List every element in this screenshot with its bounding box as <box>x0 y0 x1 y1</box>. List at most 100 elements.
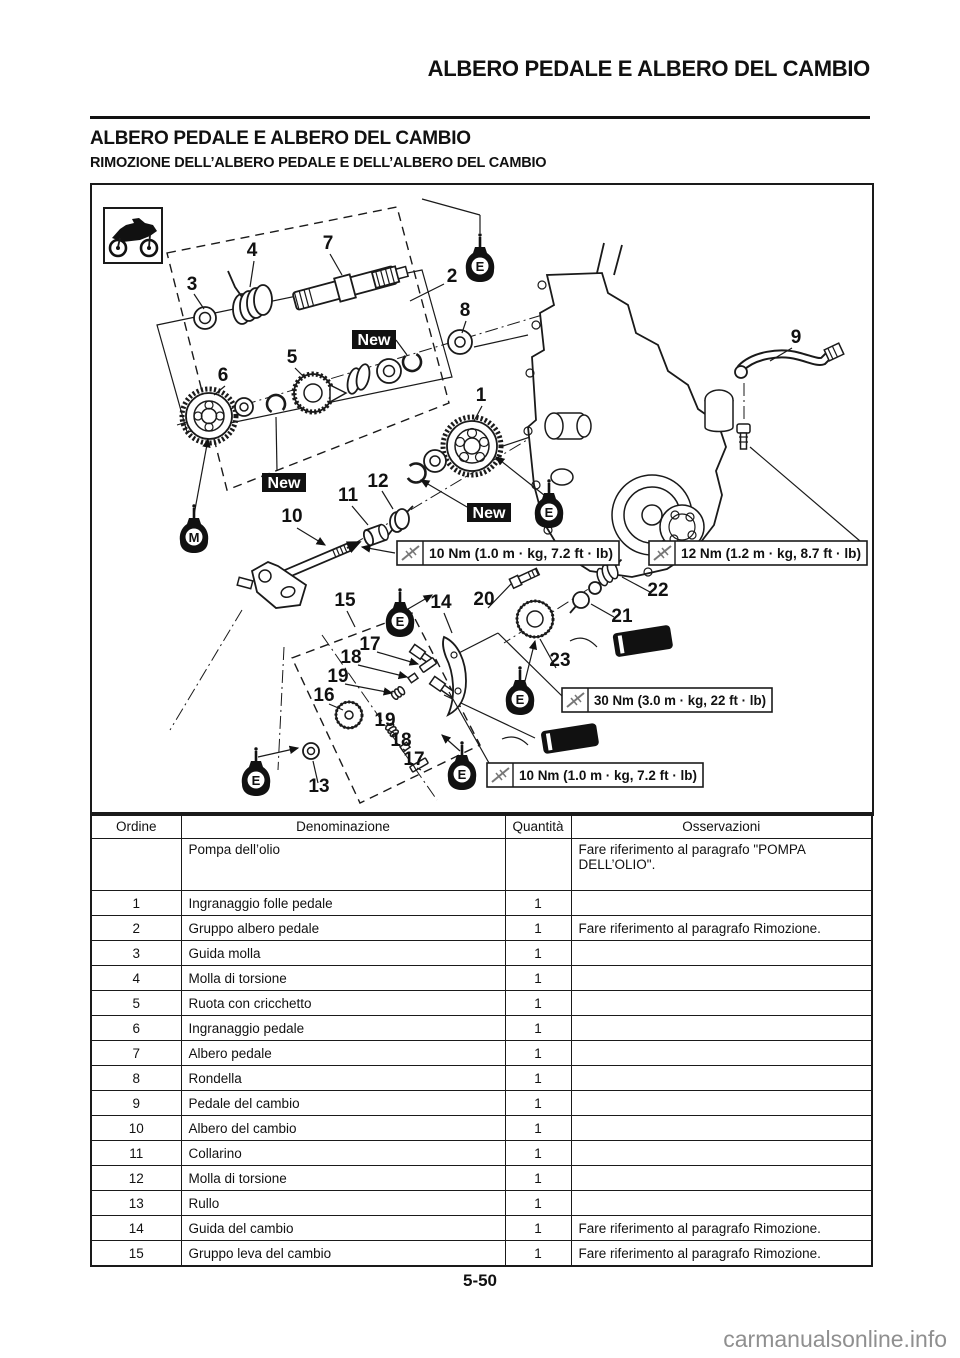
oil-bottle-icons: E E E E E E M <box>179 233 564 796</box>
cell-quantita: 1 <box>504 1165 572 1191</box>
table-row: 8 Rondella 1 <box>90 1065 873 1091</box>
table-row: Pompa dell’olio Fare riferimento al para… <box>90 838 873 891</box>
cell-osservazioni <box>570 1190 873 1216</box>
table-row: 9 Pedale del cambio 1 <box>90 1090 873 1116</box>
part-label-4: 4 <box>247 240 258 261</box>
cell-denominazione: Rondella <box>180 1065 506 1091</box>
part-label-10: 10 <box>281 506 302 527</box>
cell-quantita: 1 <box>504 965 572 991</box>
cell-denominazione: Gruppo leva del cambio <box>180 1240 506 1267</box>
part-label-23: 23 <box>549 650 570 671</box>
wrench-bolt-icon <box>566 692 585 708</box>
cell-quantita: 1 <box>504 1115 572 1141</box>
part-label-18b: 18 <box>390 730 411 751</box>
part-label-21: 21 <box>611 606 633 627</box>
part-label-12: 12 <box>367 471 388 492</box>
col-header-osservazioni: Osservazioni <box>570 812 873 839</box>
shift-lever-cluster <box>302 558 673 773</box>
cell-denominazione: Albero pedale <box>180 1040 506 1066</box>
parts-table: Ordine Denominazione Quantità Osservazio… <box>90 812 873 1267</box>
cell-quantita: 1 <box>504 940 572 966</box>
part-label-3: 3 <box>187 274 198 295</box>
torsion-spring-12 <box>385 505 414 539</box>
ratchet-16 <box>334 700 364 730</box>
page-number: 5-50 <box>462 1271 498 1290</box>
oil-bottle-e6: E <box>458 767 467 782</box>
cell-denominazione: Pedale del cambio <box>180 1090 506 1116</box>
kick-shaft-7 <box>292 265 410 311</box>
adjuster-23 <box>515 599 555 639</box>
new-label-3: New <box>473 505 506 522</box>
part-label-7: 7 <box>323 233 334 254</box>
cell-ordine: 10 <box>90 1115 182 1141</box>
motorcycle-icon <box>103 207 163 264</box>
oil-bottle-e5: E <box>252 773 261 788</box>
cell-denominazione: Guida del cambio <box>180 1215 506 1241</box>
section-title: ALBERO PEDALE E ALBERO DEL CAMBIO <box>90 128 471 149</box>
oil-bottle-e4: E <box>516 692 525 707</box>
cell-osservazioni <box>570 1115 873 1141</box>
torque-callouts: 10 Nm (1.0 m · kg, 7.2 ft · lb) 12 Nm (1… <box>396 540 868 788</box>
gear-1 <box>440 414 504 478</box>
cell-denominazione: Albero del cambio <box>180 1115 506 1141</box>
table-row: 11 Collarino 1 <box>90 1140 873 1166</box>
cell-ordine: 12 <box>90 1165 182 1191</box>
cell-denominazione: Ruota con cricchetto <box>180 990 506 1016</box>
cell-osservazioni <box>570 990 873 1016</box>
cell-osservazioni <box>570 940 873 966</box>
table-row: 13 Rullo 1 <box>90 1190 873 1216</box>
cell-quantita: 1 <box>504 1090 572 1116</box>
table-row: 2 Gruppo albero pedale 1 Fare riferiment… <box>90 915 873 941</box>
cell-quantita: 1 <box>504 990 572 1016</box>
rubber-cover-a <box>612 625 673 657</box>
table-row: 12 Molla di torsione 1 <box>90 1165 873 1191</box>
cell-ordine: 7 <box>90 1040 182 1066</box>
cell-osservazioni: Fare riferimento al paragrafo Rimozione. <box>570 1215 873 1241</box>
table-row: 6 Ingranaggio pedale 1 <box>90 1015 873 1041</box>
cell-osservazioni <box>570 1040 873 1066</box>
table-row: 15 Gruppo leva del cambio 1 Fare riferim… <box>90 1240 873 1267</box>
cell-ordine: 1 <box>90 890 182 916</box>
subsection-title: RIMOZIONE DELL’ALBERO PEDALE E DELL’ALBE… <box>90 155 547 171</box>
svg-text:30 Nm (3.0 m · kg, 22 ft · lb): 30 Nm (3.0 m · kg, 22 ft · lb) <box>594 692 766 708</box>
cell-ordine: 14 <box>90 1215 182 1241</box>
cell-osservazioni <box>570 890 873 916</box>
part-label-22: 22 <box>647 580 668 601</box>
cell-quantita <box>504 838 572 891</box>
cell-quantita: 1 <box>504 1140 572 1166</box>
kick-assembly-parts <box>179 265 473 446</box>
cell-quantita: 1 <box>504 1040 572 1066</box>
col-header-ordine: Ordine <box>90 812 182 839</box>
torque-callout-10nm-bottom: 10 Nm (1.0 m · kg, 7.2 ft · lb) <box>486 762 704 788</box>
cell-ordine: 13 <box>90 1190 182 1216</box>
part-label-19b: 19 <box>374 710 395 731</box>
new-labels: New New New <box>262 330 511 522</box>
running-header: ALBERO PEDALE E ALBERO DEL CAMBIO <box>427 56 871 81</box>
bolt-20 <box>508 567 541 590</box>
svg-text:10 Nm (1.0 m · kg, 7.2 ft · lb: 10 Nm (1.0 m · kg, 7.2 ft · lb) <box>429 545 613 561</box>
cell-ordine: 6 <box>90 1015 182 1041</box>
shift-guide-14 <box>442 635 467 717</box>
cell-denominazione: Collarino <box>180 1140 506 1166</box>
cell-ordine: 9 <box>90 1090 182 1116</box>
col-header-quantita: Quantità <box>504 812 572 839</box>
cell-ordine: 8 <box>90 1065 182 1091</box>
part-label-9: 9 <box>791 327 802 348</box>
part-label-5: 5 <box>287 347 298 368</box>
cell-osservazioni: Fare riferimento al paragrafo Rimozione. <box>570 915 873 941</box>
table-row: 4 Molla di torsione 1 <box>90 965 873 991</box>
cell-denominazione: Gruppo albero pedale <box>180 915 506 941</box>
cell-quantita: 1 <box>504 890 572 916</box>
cell-quantita: 1 <box>504 1190 572 1216</box>
wrench-bolt-icon <box>401 545 420 561</box>
spring-22 <box>596 558 623 587</box>
torque-callout-30nm: 30 Nm (3.0 m · kg, 22 ft · lb) <box>561 687 773 713</box>
col-header-denominazione: Denominazione <box>180 812 506 839</box>
cell-denominazione: Pompa dell’olio <box>180 838 506 891</box>
part-label-2: 2 <box>447 266 458 287</box>
cell-denominazione: Molla di torsione <box>180 965 506 991</box>
part-label-18a: 18 <box>340 647 361 668</box>
cell-osservazioni <box>570 1090 873 1116</box>
watermark: carmanualsonline.info <box>723 1326 947 1352</box>
